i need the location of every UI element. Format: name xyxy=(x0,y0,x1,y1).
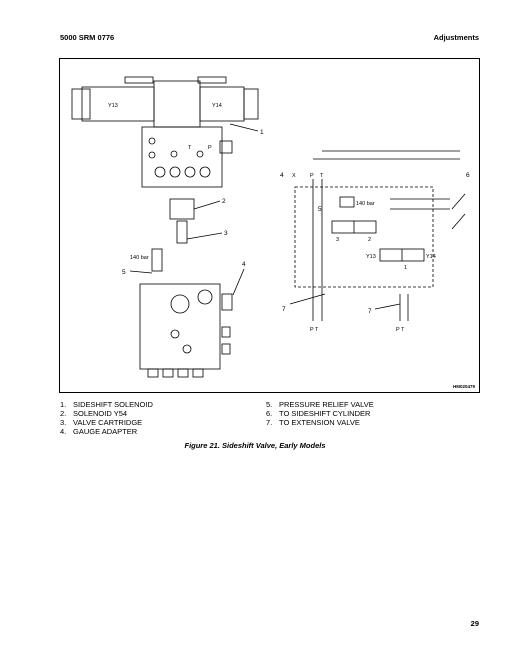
schematic-bottom-left: P T xyxy=(310,327,319,333)
solenoid-y14-body xyxy=(199,86,245,122)
schematic-bottom-right: P T xyxy=(396,327,405,333)
schematic-callout-4: 4 xyxy=(280,172,284,179)
legend-item: 6. TO SIDESHIFT CYLINDER xyxy=(266,409,374,418)
schematic-port-3: 3 xyxy=(336,237,339,243)
legend-number: 1. xyxy=(60,400,67,409)
legend-right: 5. PRESSURE RELIEF VALVE 6. TO SIDESHIFT C… xyxy=(266,400,374,427)
legend-item: 3. VALVE CARTRIDGE xyxy=(60,418,153,427)
pressure-relief-valve xyxy=(151,248,163,272)
legend-number: 2. xyxy=(60,409,67,418)
schematic-y14: Y14 xyxy=(426,254,436,260)
schematic-callout-5: 5 xyxy=(318,206,322,213)
legend-number: 3. xyxy=(60,418,67,427)
legend-item: 4. GAUGE ADAPTER xyxy=(60,427,153,436)
schematic-port-2: 2 xyxy=(368,237,371,243)
legend-number: 6. xyxy=(266,409,273,418)
schematic-callout-7-left: 7 xyxy=(282,306,286,313)
schematic-relief-label: 140 bar xyxy=(356,201,375,207)
left-connector-knurl xyxy=(71,88,91,120)
legend-text: TO SIDESHIFT CYLINDER xyxy=(279,409,371,418)
legend-item: 7. TO EXTENSION VALVE xyxy=(266,418,374,427)
top-plug xyxy=(124,76,154,84)
legend-item: 5. PRESSURE RELIEF VALVE xyxy=(266,400,374,409)
schematic-port-1: 1 xyxy=(404,265,407,271)
schematic-callout-7-right: 7 xyxy=(368,308,372,315)
legend-number: 5. xyxy=(266,400,273,409)
section-title: Adjustments xyxy=(433,33,479,42)
port-t-label: T xyxy=(188,145,192,151)
legend-text: GAUGE ADAPTER xyxy=(73,427,138,436)
legend-text: SIDESHIFT SOLENOID xyxy=(73,400,153,409)
callout-2: 2 xyxy=(222,198,226,205)
legend-text: PRESSURE RELIEF VALVE xyxy=(279,400,374,409)
legend-left: 1. SIDESHIFT SOLENOID 2. SOLENOID Y54 3. VA… xyxy=(60,400,153,436)
legend-item: 2. SOLENOID Y54 xyxy=(60,409,153,418)
pressure-label: 140 bar xyxy=(130,255,149,261)
schematic-callout-6: 6 xyxy=(466,172,470,179)
solenoid-y54-coil xyxy=(169,198,195,220)
legend-number: 4. xyxy=(60,427,67,436)
schematic-boundary xyxy=(294,186,434,288)
valve-illustration: Y13 Y14 T P 140 bar 1 2 3 4 5 4 X P T 14… xyxy=(71,76,470,378)
schematic-y13: Y13 xyxy=(366,254,376,260)
port-p-label: P xyxy=(208,145,212,151)
figure-caption: Figure 21. Sideshift Valve, Early Models xyxy=(184,441,326,450)
relief-valve-symbol xyxy=(339,196,355,208)
solenoid-y14-label: Y14 xyxy=(212,103,222,109)
figure-id: HM020479 xyxy=(452,384,475,389)
legend-text: SOLENOID Y54 xyxy=(73,409,128,418)
legend-number: 7. xyxy=(266,418,273,427)
schematic-port-t: T xyxy=(320,173,324,179)
schematic-port-p: P xyxy=(310,173,314,179)
legend-item: 1. SIDESHIFT SOLENOID xyxy=(60,400,153,409)
figure-frame: Y13 Y14 T P 140 bar 1 2 3 4 5 4 X P T 14… xyxy=(59,58,480,393)
connector-plug xyxy=(219,140,233,154)
callout-4: 4 xyxy=(242,261,246,268)
solenoid-y13-body xyxy=(81,86,155,122)
document-code: 5000 SRM 0776 xyxy=(60,33,115,42)
callout-5: 5 xyxy=(122,269,126,276)
right-connector-knurl xyxy=(243,88,259,120)
solenoid-y13-label: Y13 xyxy=(108,103,118,109)
callout-3: 3 xyxy=(224,230,228,237)
valve-cartridge xyxy=(176,220,188,244)
top-plug-2 xyxy=(197,76,227,84)
callout-1: 1 xyxy=(260,129,264,136)
valve-block-lower xyxy=(139,283,221,370)
gauge-adapter xyxy=(221,293,233,311)
legend-text: TO EXTENSION VALVE xyxy=(279,418,360,427)
schematic-x-mark: X xyxy=(292,173,296,179)
solenoid-center-block xyxy=(153,80,201,128)
legend-text: VALVE CARTRIDGE xyxy=(73,418,143,427)
valve-block-upper xyxy=(141,126,223,188)
page-number: 29 xyxy=(470,619,479,628)
